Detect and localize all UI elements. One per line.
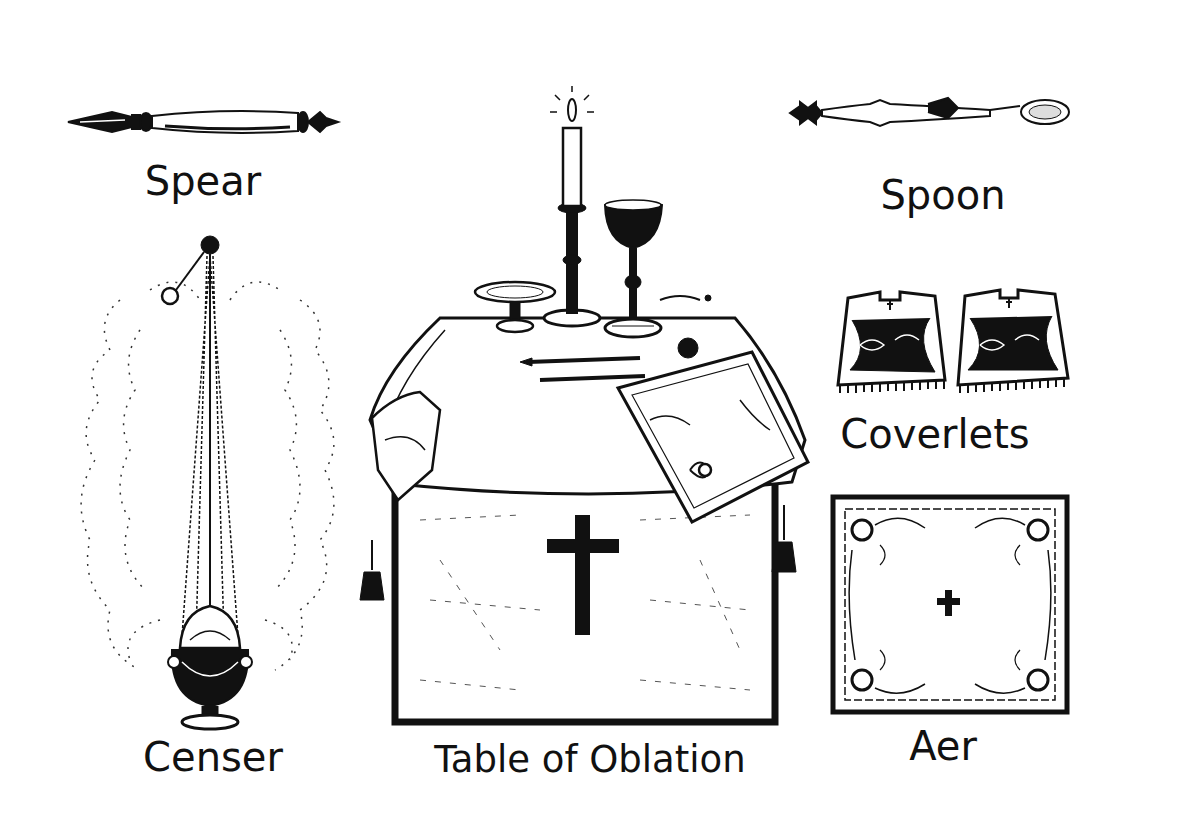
table-of-oblation-drawing bbox=[360, 86, 808, 722]
part-label: Censer bbox=[143, 735, 283, 779]
spear-drawing bbox=[68, 111, 338, 133]
spoon-drawing bbox=[790, 98, 1069, 126]
part-label: Table of Oblation bbox=[434, 740, 745, 781]
part-label: Coverlets bbox=[840, 412, 1029, 456]
coverlets-drawing bbox=[838, 290, 1068, 393]
aer-drawing bbox=[833, 497, 1067, 712]
part-label: Aer bbox=[909, 724, 977, 768]
part-label: Spear bbox=[145, 159, 261, 203]
part-label: Spoon bbox=[880, 173, 1005, 217]
censer-drawing bbox=[81, 236, 334, 729]
